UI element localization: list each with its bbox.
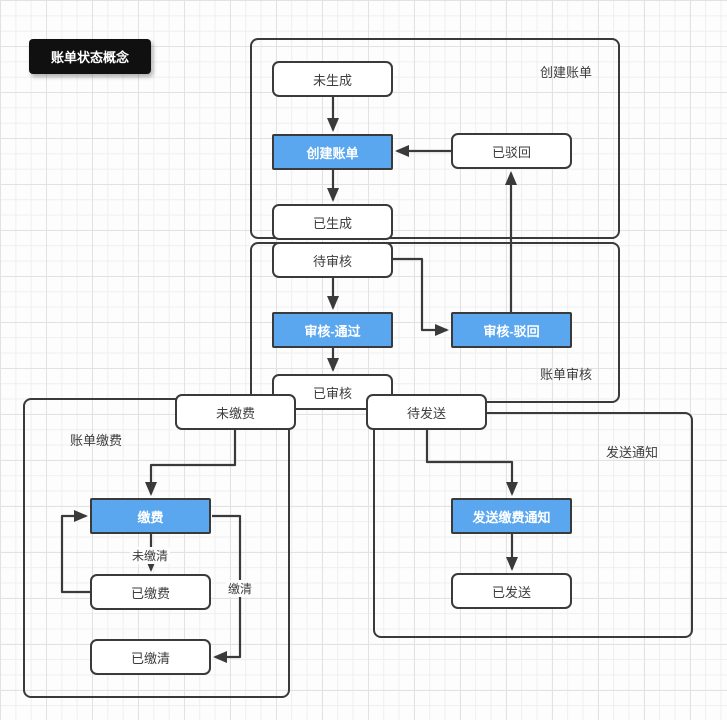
node-unpaid[interactable]: 未缴费	[175, 394, 296, 430]
group-create-bill[interactable]: 创建账单	[250, 38, 620, 239]
node-create-bill[interactable]: 创建账单	[272, 134, 393, 170]
node-rejected[interactable]: 已驳回	[451, 133, 572, 169]
group-send-notice[interactable]: 发送通知	[373, 412, 693, 638]
node-sent[interactable]: 已发送	[451, 573, 572, 609]
node-paid-off[interactable]: 已缴清	[90, 639, 211, 675]
node-reviewed[interactable]: 已审核	[272, 374, 393, 410]
node-pending-send[interactable]: 待发送	[366, 394, 487, 430]
edge-label-not-cleared[interactable]: 未缴清	[130, 547, 171, 564]
group-bill-review-label: 账单审核	[539, 367, 592, 382]
node-pay[interactable]: 缴费	[90, 498, 211, 534]
node-send-pay-notice[interactable]: 发送缴费通知	[451, 498, 572, 534]
edge-label-cleared[interactable]: 缴清	[226, 580, 255, 597]
group-create-bill-label: 创建账单	[539, 65, 592, 80]
group-bill-payment[interactable]: 账单缴费	[23, 398, 290, 698]
diagram-title[interactable]: 账单状态概念	[29, 39, 151, 74]
node-review-reject[interactable]: 审核-驳回	[451, 312, 572, 348]
node-review-pass[interactable]: 审核-通过	[272, 312, 393, 348]
node-not-generated[interactable]: 未生成	[272, 61, 393, 97]
group-send-notice-label: 发送通知	[605, 445, 658, 460]
group-bill-payment-label: 账单缴费	[70, 433, 123, 448]
node-generated[interactable]: 已生成	[272, 204, 393, 240]
node-pending-review[interactable]: 待审核	[272, 242, 393, 278]
node-paid[interactable]: 已缴费	[90, 574, 211, 610]
